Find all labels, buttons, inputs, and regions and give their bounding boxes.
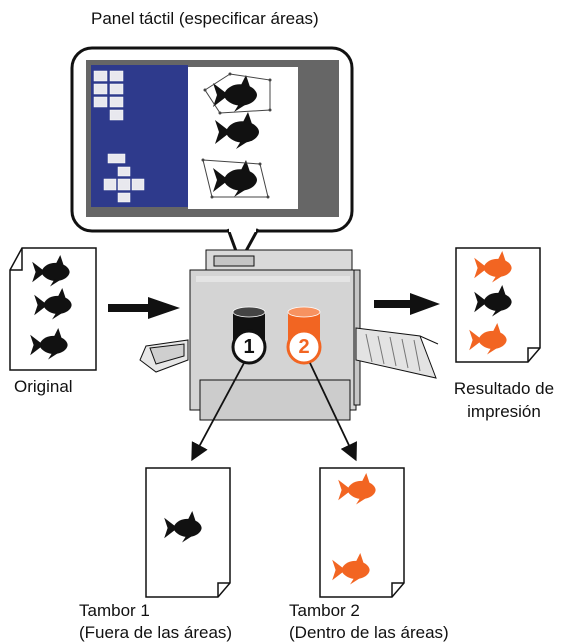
touch-panel-title: Panel táctil (especificar áreas) — [91, 9, 319, 28]
input-arrow — [108, 297, 180, 319]
printer — [139, 249, 439, 421]
drum-2-label-line2: (Dentro de las áreas) — [289, 623, 449, 642]
drum-2-number: 2 — [298, 336, 310, 358]
drum-1-arrow — [191, 362, 245, 462]
drum-2-arrow — [309, 362, 357, 462]
result-label-line1: Resultado de — [453, 379, 555, 398]
original-sheet — [9, 247, 97, 371]
drum-2 — [286, 306, 322, 365]
drum-1-output-sheet — [145, 467, 231, 598]
print-result-sheet — [455, 247, 541, 363]
drum-1-number: 1 — [243, 336, 255, 358]
drum-1 — [231, 306, 267, 365]
touch-panel-callout — [70, 46, 354, 264]
result-label-line2: impresión — [467, 402, 541, 421]
output-arrow — [374, 293, 440, 315]
drum-1-label-line2: (Fuera de las áreas) — [79, 623, 233, 642]
drum-2-label-line1: Tambor 2 — [289, 601, 360, 620]
drum-2-output-sheet — [319, 467, 405, 598]
original-label: Original — [14, 377, 73, 396]
drum-1-label-line1: Tambor 1 — [79, 601, 150, 620]
